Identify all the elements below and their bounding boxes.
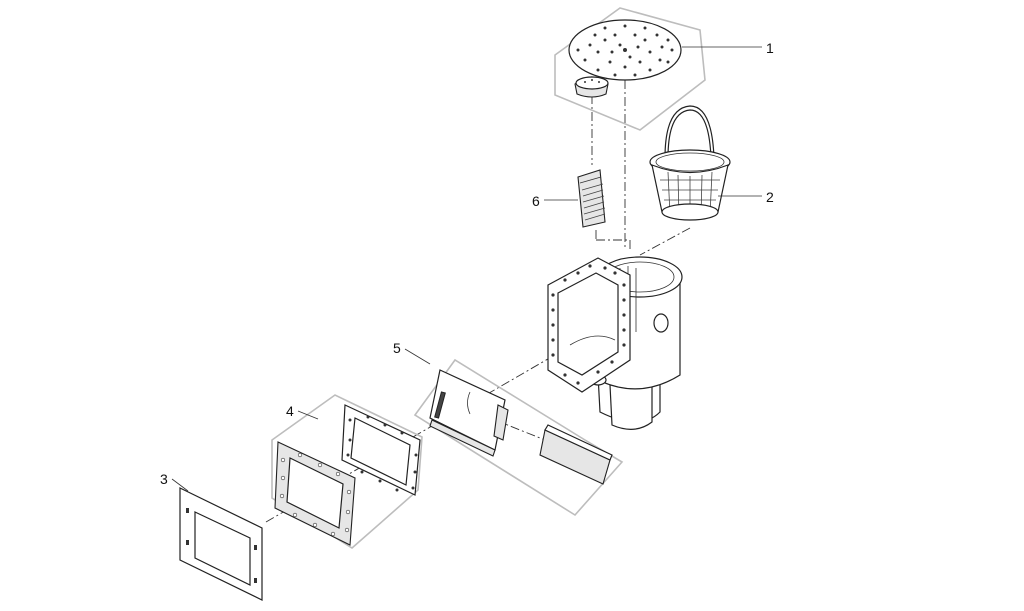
leader-lines xyxy=(171,46,762,492)
skimmer-body xyxy=(547,256,683,430)
lid-holes xyxy=(576,24,674,77)
flange-screw-holes xyxy=(551,264,626,385)
part-3-faceplate xyxy=(179,487,263,601)
callout-3: 3 xyxy=(160,471,168,487)
callout-1: 1 xyxy=(766,40,774,56)
part-6-insert xyxy=(577,169,606,228)
callout-5: 5 xyxy=(393,340,401,356)
callout-2: 2 xyxy=(766,189,774,205)
part-4-gasket-group xyxy=(271,394,423,549)
callout-4: 4 xyxy=(286,403,294,419)
part-1-skimmer-lid-group xyxy=(554,7,706,131)
part-2-strainer-basket xyxy=(649,105,731,221)
callout-6: 6 xyxy=(532,193,540,209)
part-5-weir-group xyxy=(413,358,624,517)
